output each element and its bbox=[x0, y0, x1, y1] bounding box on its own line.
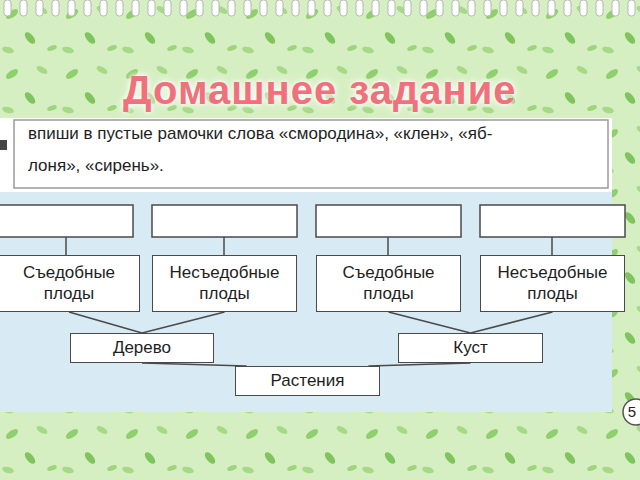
plant-box: Куст bbox=[398, 333, 543, 363]
tree-connector bbox=[368, 363, 470, 366]
instruction-marker bbox=[0, 140, 7, 150]
fruit-box: Несъедобные плоды bbox=[480, 255, 625, 312]
spiral-binding bbox=[0, 0, 640, 20]
tree-connector bbox=[389, 312, 471, 333]
box-label: Съедобные плоды bbox=[333, 263, 445, 304]
empty-answer-box bbox=[480, 205, 625, 237]
box-label: Съедобные плоды bbox=[13, 263, 125, 304]
plant-box: Растения bbox=[235, 366, 380, 396]
page-number: 5 bbox=[628, 403, 636, 420]
fruit-box: Несъедобные плоды bbox=[152, 255, 297, 312]
empty-answer-box bbox=[0, 205, 133, 237]
instruction-text: лоня», «сирень». bbox=[28, 156, 164, 176]
empty-answer-box bbox=[316, 205, 461, 237]
box-label: Дерево bbox=[77, 338, 207, 358]
plant-box: Дерево bbox=[70, 333, 214, 363]
box-label: Куст bbox=[406, 338, 536, 358]
answer-box-links bbox=[66, 237, 552, 255]
fruit-box: Съедобные плоды bbox=[0, 255, 140, 312]
empty-answer-box bbox=[152, 205, 297, 237]
tree-connector bbox=[142, 312, 225, 333]
slide-title: Домашнее задание bbox=[123, 68, 517, 113]
box-label: Несъедобные плоды bbox=[495, 263, 610, 304]
box-label: Растения bbox=[243, 371, 373, 391]
tree-connector bbox=[471, 312, 553, 333]
tree-connector bbox=[69, 312, 142, 333]
scan-page bbox=[0, 118, 612, 412]
tree-connector bbox=[142, 363, 247, 366]
instruction-text: впиши в пустые рамочки слова «смородина»… bbox=[28, 124, 492, 144]
box-label: Несъедобные плоды bbox=[167, 263, 282, 304]
fruit-box: Съедобные плоды bbox=[316, 255, 461, 312]
instruction-frame bbox=[14, 120, 608, 188]
page-number-circle bbox=[623, 399, 640, 425]
